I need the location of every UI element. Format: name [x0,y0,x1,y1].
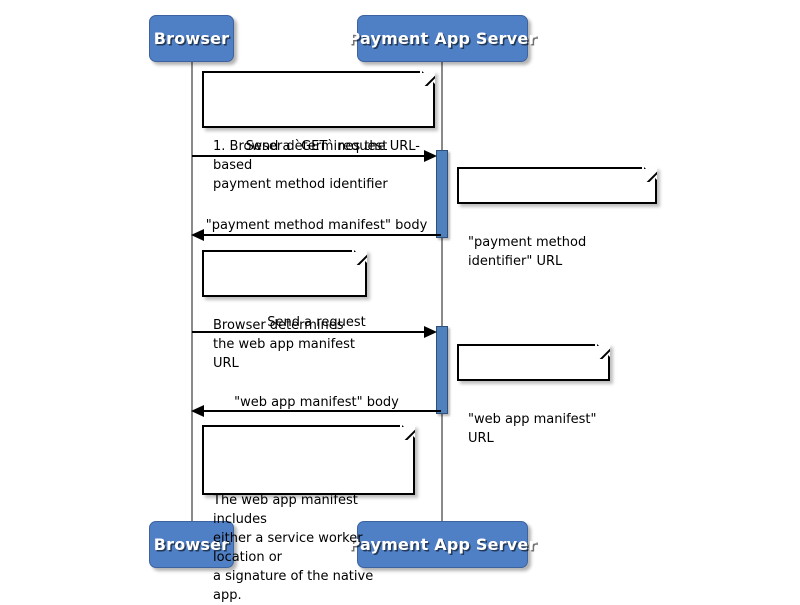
message-label-send-get-request: Send a `GET` request [192,139,441,154]
note-fold-edge-icon [400,425,415,440]
activation-bar-server-2 [436,326,448,414]
note-browser-determines-identifier: 1. Browser determines the URL-based paym… [202,71,435,192]
note-text: Browser determines the web app manifest … [213,318,356,371]
note-text: "payment method identifier" URL [468,235,587,269]
participant-payment-app-server-bottom-label: Payment App Server [348,535,537,554]
participant-browser-top[interactable]: Browser [149,15,234,62]
arrowhead-left-icon [191,229,204,241]
message-text: "payment method manifest" body [205,218,428,233]
message-text: "web app manifest" body [234,395,399,410]
participant-browser-bottom[interactable]: Browser [149,521,234,568]
note-fold-edge-icon [595,344,610,359]
message-arrow-send-get-request [192,155,429,157]
participant-payment-app-server-top-label: Payment App Server [348,29,537,48]
arrowhead-left-icon [191,405,204,417]
note-web-app-manifest-url: "web app manifest" URL [457,344,610,446]
message-arrow-web-app-manifest-body [204,410,441,412]
note-text: "web app manifest" URL [468,412,597,446]
message-arrow-payment-method-manifest-body [204,234,441,236]
note-web-app-manifest-includes: The web app manifest includes either a s… [202,425,415,603]
participant-payment-app-server-bottom[interactable]: Payment App Server [348,521,536,568]
note-fold-edge-icon [352,250,367,265]
message-label-web-app-manifest-body: "web app manifest" body [192,395,441,410]
note-browser-determines-web-app-manifest-url: Browser determines the web app manifest … [202,250,367,371]
arrowhead-right-icon [424,150,437,162]
participant-browser-bottom-label: Browser [153,535,230,554]
note-fold-edge-icon [420,71,435,86]
message-label-payment-method-manifest-body: "payment method manifest" body [192,218,441,233]
message-label-send-a-request: Send a request [192,315,441,330]
participant-browser-top-label: Browser [153,29,230,48]
note-payment-method-identifier-url: "payment method identifier" URL [457,167,657,269]
activation-bar-server-1 [436,150,448,238]
lifeline-payment-app-server [441,62,443,524]
sequence-diagram: Browser Payment App Server Browser Payme… [0,0,800,587]
message-text: Send a request [267,315,366,330]
note-fold-edge-icon [642,167,657,182]
lifeline-browser [191,62,193,524]
message-text: Send a `GET` request [245,139,388,154]
participant-payment-app-server-top[interactable]: Payment App Server [348,15,536,62]
message-arrow-send-a-request [192,331,429,333]
note-text: 1. Browser determines the URL-based paym… [213,139,420,192]
arrowhead-right-icon [424,326,437,338]
